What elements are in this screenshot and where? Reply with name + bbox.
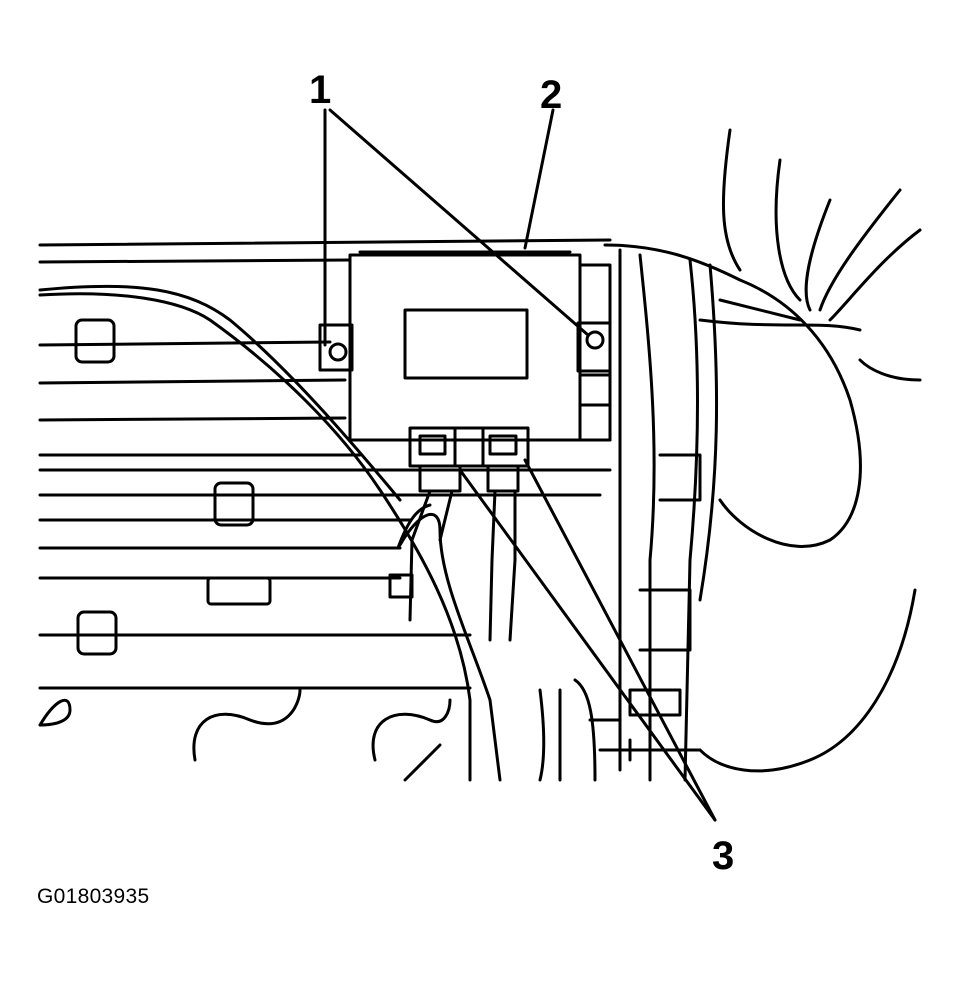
right-bracket	[538, 128, 922, 782]
main-harness	[38, 284, 502, 782]
module-body	[348, 250, 612, 442]
lower-ribs	[38, 688, 452, 782]
leader-lines	[323, 108, 717, 822]
callout-2-label: 2	[540, 73, 563, 117]
panel-ribs	[38, 238, 612, 690]
mounting-tabs	[318, 321, 612, 373]
callout-1-label: 1	[309, 68, 332, 112]
callout-3-label: 3	[712, 834, 735, 878]
panel-plugs	[74, 318, 414, 656]
figure-id: G01803935	[37, 885, 150, 908]
connectors	[408, 426, 530, 642]
